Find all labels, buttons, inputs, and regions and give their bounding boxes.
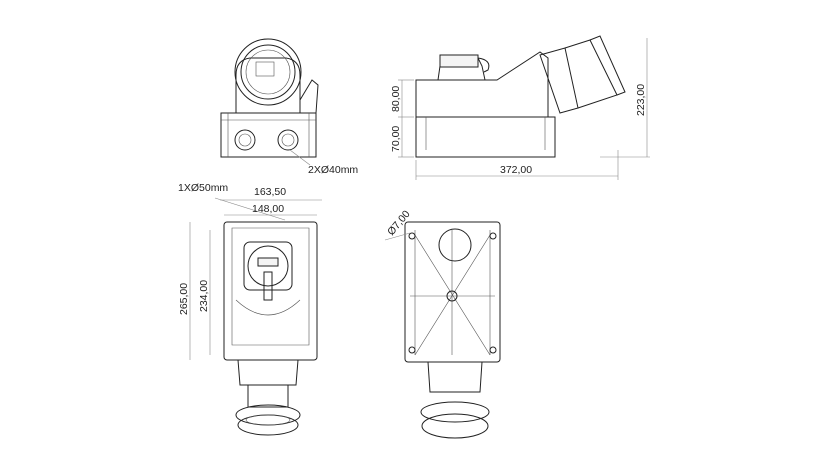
label-width-outer: 163,50	[254, 186, 286, 198]
label-width-inner: 148,00	[252, 203, 284, 215]
socket-head-circle	[234, 38, 302, 106]
label-height-outer: 265,00	[178, 283, 190, 315]
rotary-switch	[247, 245, 289, 287]
label-bottom-gland: 1XØ50mm	[178, 182, 228, 194]
mounting-hole	[489, 232, 497, 240]
mounting-hole	[489, 346, 497, 354]
label-side-lower: 70,00	[390, 126, 402, 152]
front-view: 1XØ50mm 163,50 148,00 265,00 234,00	[178, 182, 322, 436]
back-view: Ø7,00	[384, 208, 501, 439]
mounting-hole	[408, 346, 416, 354]
top-view: 2XØ40mm	[220, 38, 358, 176]
side-view: 80,00 70,00 223,00 372,00	[390, 35, 650, 180]
label-side-upper: 80,00	[390, 86, 402, 112]
cable-gland-left	[234, 129, 256, 151]
label-height-inner: 234,00	[198, 280, 210, 312]
mounting-hole	[408, 232, 416, 240]
label-side-total-height: 223,00	[635, 84, 647, 116]
label-side-length: 372,00	[500, 164, 532, 176]
cable-gland-right	[277, 129, 299, 151]
label-top-glands: 2XØ40mm	[308, 164, 358, 176]
